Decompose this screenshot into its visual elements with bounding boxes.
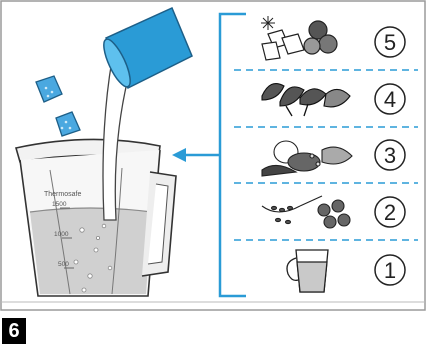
step-2-number: 2	[384, 200, 396, 225]
jug-scale-label-1: 1500	[52, 201, 67, 208]
jug-scale-label-3: 500	[58, 261, 69, 268]
step-5-number: 5	[384, 30, 396, 55]
step-4-number: 4	[384, 87, 396, 112]
step-3-number: 3	[384, 143, 396, 168]
jug-brand-label: Thermosafe	[44, 191, 81, 198]
step-number-badge: 6	[2, 318, 26, 344]
blender-jug: 1500 1000 500 Thermosafe	[16, 139, 176, 296]
liquid-in-jug	[30, 208, 152, 294]
jug-scale-label-2: 1000	[54, 231, 69, 238]
step-1-number: 1	[384, 258, 396, 283]
